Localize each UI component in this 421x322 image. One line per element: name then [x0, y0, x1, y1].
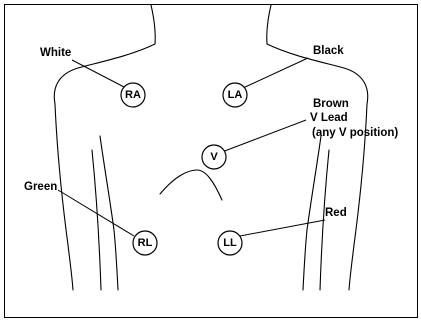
red-leader-line: [240, 220, 325, 236]
green-wire-label: Green: [24, 181, 57, 193]
electrode-ll-label: LL: [223, 237, 237, 249]
red-wire-label: Red: [325, 207, 347, 219]
neck-left-outline: [151, 5, 155, 44]
white-leader-line: [72, 60, 126, 88]
electrode-la: LA: [223, 83, 247, 107]
white-wire-label: White: [40, 47, 71, 59]
black-wire-label: Black: [313, 45, 344, 57]
brown-leader-line: [222, 120, 306, 152]
electrode-la-label: LA: [228, 89, 243, 101]
electrode-ra-label: RA: [125, 89, 141, 101]
electrode-rl-label: RL: [138, 237, 153, 249]
rib-arch-outline: [160, 170, 222, 200]
any-v-position-label: (any V position): [312, 127, 398, 139]
left-arm-inner-outline: [92, 150, 101, 290]
black-leader-line: [243, 58, 308, 88]
neck-right-outline: [267, 5, 271, 44]
electrode-v: V: [202, 145, 226, 169]
electrode-v-label: V: [210, 151, 218, 163]
left-torso-side-outline: [100, 136, 118, 290]
right-torso-side-outline: [303, 136, 321, 290]
electrode-ra: RA: [121, 83, 145, 107]
v-lead-label: V Lead: [310, 112, 348, 124]
electrode-ll: LL: [218, 231, 242, 255]
electrode-rl: RL: [133, 231, 157, 255]
brown-wire-label: Brown: [313, 98, 349, 110]
